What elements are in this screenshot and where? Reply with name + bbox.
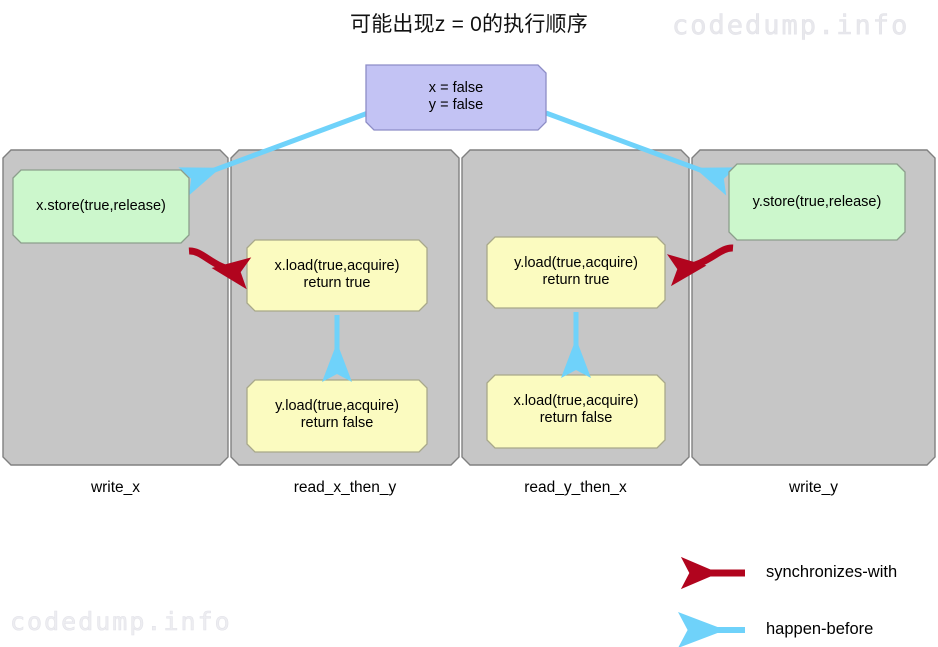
step-box-x-store [12,169,190,244]
step-box-x-load-false [486,374,666,449]
edge-init-to-x-store [178,110,369,196]
edge-x-store-to-x-load [188,247,252,290]
thread-label-read_y_then_x: read_y_then_x [524,479,627,496]
legend-label-synchronizes-with: synchronizes-with [766,563,898,581]
thread-label-write_y: write_y [788,479,839,496]
edge-init-to-y-store [545,110,737,196]
watermark-top-right: codedump.info [672,10,910,42]
page-title: 可能出现z = 0的执行顺序 [350,13,588,36]
edge-y-store-to-y-load [666,244,734,287]
legend-label-happen-before: happen-before [766,620,874,638]
step-box-x-load-true [246,239,428,312]
step-box-y-load-false [246,379,428,453]
step-box-y-load-true [486,236,666,309]
step-box-y-store [728,163,906,241]
thread-label-write_x: write_x [90,479,141,496]
watermark-bottom-left: codedump.info [10,607,232,637]
thread-label-read_x_then_y: read_x_then_y [293,479,397,496]
initial-state-box [365,64,547,131]
